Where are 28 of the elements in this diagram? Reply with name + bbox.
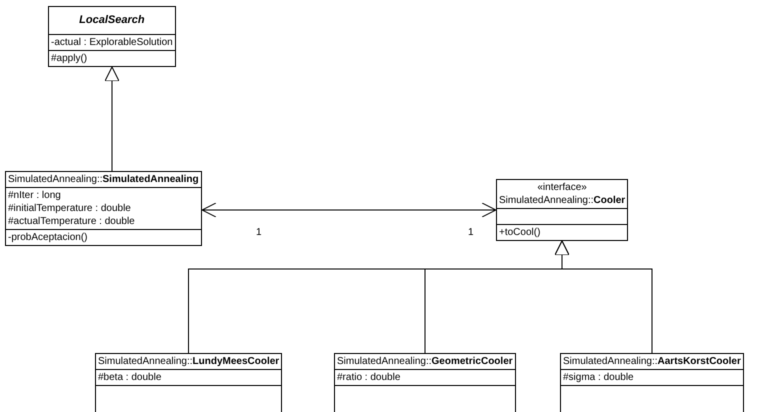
- class-name: SimulatedAnnealing::LundyMeesCooler: [98, 355, 280, 368]
- class-name: SimulatedAnnealing::Cooler: [499, 194, 626, 207]
- stereotype: «interface»: [536, 181, 588, 194]
- inheritance-arrow: [104, 66, 120, 172]
- class-box: [48, 6, 176, 67]
- operation: #apply(): [51, 52, 88, 65]
- class-name: SimulatedAnnealing::SimulatedAnnealing: [8, 173, 199, 186]
- multiplicity-label: 1: [468, 228, 474, 238]
- class-box: [496, 179, 628, 241]
- attribute: #initialTemperature : double: [8, 202, 132, 215]
- attribute: #sigma : double: [563, 371, 635, 384]
- attribute: #ratio : double: [337, 371, 402, 384]
- multiplicity-label: 1: [256, 228, 262, 238]
- operation: +toCool(): [499, 226, 542, 239]
- attribute: #actualTemperature : double: [8, 215, 136, 228]
- class-name: LocalSearch: [78, 13, 146, 28]
- class-name: SimulatedAnnealing::AartsKorstCooler: [563, 355, 741, 368]
- attribute: #nIter : long: [8, 189, 62, 202]
- class-box: [560, 353, 744, 412]
- class-box: [5, 171, 202, 246]
- class-box: [95, 353, 282, 412]
- class-name: SimulatedAnnealing::GeometricCooler: [337, 355, 513, 368]
- association-arrow: [202, 202, 496, 218]
- inheritance-arrow: [554, 240, 652, 354]
- attribute: #beta : double: [98, 371, 162, 384]
- attribute: -actual : ExplorableSolution: [51, 36, 173, 49]
- operation: -probAceptacion(): [8, 231, 88, 244]
- class-box: [334, 353, 516, 412]
